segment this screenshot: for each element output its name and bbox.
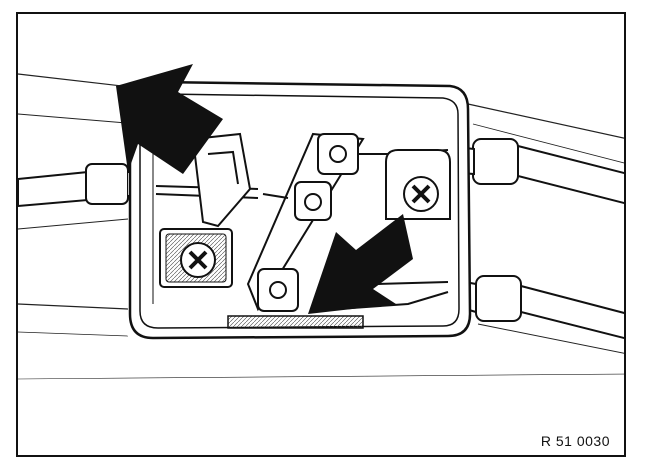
arrow-icon xyxy=(308,214,413,314)
technical-illustration xyxy=(18,64,624,380)
bracket-tab xyxy=(191,132,252,228)
panel-lines xyxy=(18,73,624,380)
screw-terminal-left xyxy=(159,228,233,288)
fuse-bridge xyxy=(246,132,365,312)
figure-reference-code: R 51 0030 xyxy=(538,433,612,449)
arrow-icon xyxy=(116,64,223,174)
right-cables xyxy=(447,138,624,340)
screw-terminal-right xyxy=(385,149,451,220)
illustration-frame: R 51 0030 xyxy=(16,12,626,457)
